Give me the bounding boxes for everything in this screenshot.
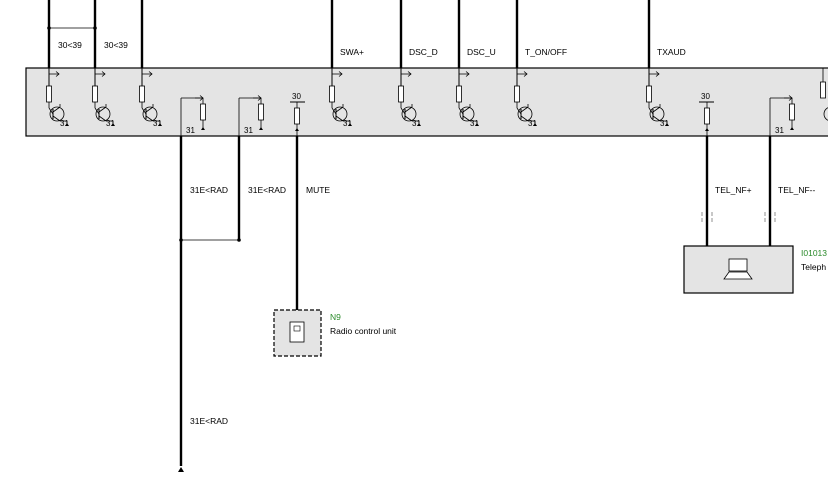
- ground-label: 31: [343, 119, 352, 128]
- ground-label: 31: [470, 119, 479, 128]
- wire-label-31e-rad-2: 31E<RAD: [248, 185, 286, 195]
- laptop-icon: [723, 258, 753, 280]
- partial-stage-right: [820, 68, 828, 121]
- wire-label-2: 30<39: [104, 40, 128, 50]
- ground-label: 31: [660, 119, 669, 128]
- supply-resistor-tel-plus: 30: [699, 92, 714, 136]
- supply-label: 30: [701, 92, 710, 101]
- radio-unit-name: Radio control unit: [330, 326, 397, 336]
- ground-label: 31: [60, 119, 69, 128]
- wire-label-1: 30<39: [58, 40, 82, 50]
- telephone-unit-name: Teleph: [801, 262, 826, 272]
- ground-label: 31: [775, 126, 784, 135]
- ground-label: 31: [412, 119, 421, 128]
- wire-label-31e-rad-1: 31E<RAD: [190, 185, 228, 195]
- wire-label-dsc-u: DSC_U: [467, 47, 496, 57]
- wire-label-31e-rad-lower: 31E<RAD: [190, 416, 228, 426]
- supply-resistor-mute: 30: [290, 92, 305, 136]
- wire-label-dsc-d: DSC_D: [409, 47, 438, 57]
- connector-marks: [701, 212, 776, 222]
- top-bridge: [47, 26, 97, 30]
- ground-label: 31: [528, 119, 537, 128]
- telephone-unit-code: I01013: [801, 248, 827, 258]
- ground-arrow-icon: [178, 467, 184, 472]
- rad-bridge: [179, 238, 241, 242]
- top-wires: [47, 0, 651, 68]
- supply-label: 30: [292, 92, 301, 101]
- wire-label-tel-nf-minus: TEL_NF--: [778, 185, 815, 195]
- ground-labels: 31 31 31 31 31 31 31 31: [60, 119, 669, 128]
- wire-label-t-on-off: T_ON/OFF: [525, 47, 567, 57]
- ground-label: 31: [106, 119, 115, 128]
- bottom-wires: [179, 136, 772, 466]
- wire-label-swa: SWA+: [340, 47, 364, 57]
- ground-label: 31: [153, 119, 162, 128]
- wire-label-tel-nf-plus: TEL_NF+: [715, 185, 752, 195]
- wire-label-txaud: TXAUD: [657, 47, 686, 57]
- radio-unit-icon: [289, 321, 305, 343]
- wire-label-mute: MUTE: [306, 185, 330, 195]
- radio-unit-code: N9: [330, 312, 341, 322]
- ground-label: 31: [186, 126, 195, 135]
- ground-label: 31: [244, 126, 253, 135]
